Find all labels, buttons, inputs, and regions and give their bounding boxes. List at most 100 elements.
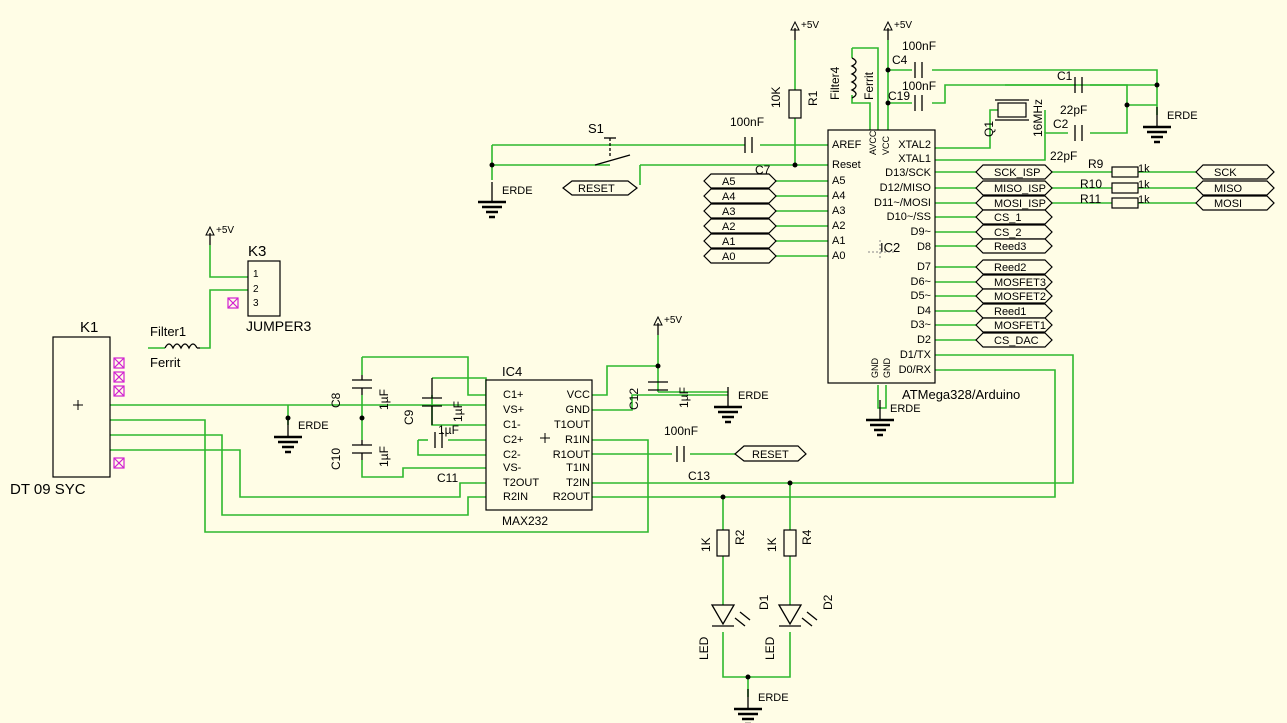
r10-resistor[interactable]: R10 1k — [1080, 177, 1150, 194]
r2-resistor[interactable]: 1K R2 — [699, 529, 747, 557]
net-label-sck: SCK — [1195, 164, 1275, 180]
net-label-text: Reed3 — [994, 241, 1026, 253]
ic2-pin-label: D6~ — [911, 276, 932, 288]
svg-text:C9: C9 — [402, 409, 416, 425]
net-label-a5: A5 — [703, 173, 777, 189]
svg-text:C7: C7 — [755, 163, 771, 177]
c11-capacitor[interactable]: C11 — [434, 432, 458, 485]
c12-capacitor[interactable]: C12 1µF — [627, 381, 691, 410]
k1-connector[interactable]: K1 DT 09 SYC — [10, 319, 125, 498]
c7-capacitor[interactable]: 100nF C7 — [730, 115, 771, 177]
c8-capacitor[interactable]: C8 1µF — [329, 375, 391, 410]
plus5v-icon: +5V — [883, 20, 912, 40]
svg-text:1µF: 1µF — [451, 401, 465, 422]
ic2-pin-label: D8 — [917, 241, 931, 253]
net-label-a2: A2 — [703, 218, 777, 234]
svg-text:RESET: RESET — [752, 449, 789, 461]
power-symbols: +5V+5V+5V+5V — [205, 20, 912, 335]
svg-text:C12: C12 — [627, 388, 641, 410]
wires — [110, 40, 1200, 697]
net-label-a1: A1 — [703, 233, 777, 249]
ic2-pin-vcc: VCC — [881, 135, 891, 155]
ic2-pin-label: D13/SCK — [885, 167, 932, 179]
net-label-reed1: Reed1 — [975, 303, 1053, 319]
c2-capacitor[interactable]: C2 22pF — [1050, 117, 1083, 163]
ground-icon: ERDE — [866, 400, 921, 437]
svg-text:C11: C11 — [437, 471, 458, 485]
c10-capacitor[interactable]: C10 1µF — [329, 440, 391, 470]
net-label-cs_dac: CS_DAC — [975, 332, 1053, 348]
q1-crystal[interactable]: Q1 16MHz — [982, 99, 1045, 137]
ic4-pin-label: GND — [566, 404, 591, 416]
svg-text:100nF: 100nF — [664, 424, 698, 438]
ic4-pin-label: T2OUT — [503, 477, 539, 489]
ic2-label: IC2 — [880, 240, 900, 255]
ic2-pin-label: D4 — [917, 305, 931, 317]
r9-resistor[interactable]: R9 1k — [1088, 157, 1150, 178]
svg-text:1K: 1K — [699, 537, 713, 552]
c13-capacitor[interactable]: 100nF C13 — [664, 424, 710, 483]
ic2-pin-gnd2: GND — [882, 358, 892, 379]
ground-label: ERDE — [502, 185, 533, 197]
s1-switch[interactable]: S1 — [588, 121, 631, 166]
ic4-label: IC4 — [502, 364, 522, 379]
svg-text:C10: C10 — [329, 448, 343, 470]
net-label-text: MISO — [1214, 183, 1243, 195]
c1-capacitor[interactable]: C1 22pF — [1057, 69, 1087, 117]
ic4-pin-label: T1IN — [566, 462, 590, 474]
r11-resistor[interactable]: R11 1k — [1080, 192, 1150, 209]
ic4-pin-label: R2IN — [503, 491, 528, 503]
ic2-pin-label: D5~ — [911, 290, 932, 302]
svg-text:10K: 10K — [769, 87, 783, 108]
ic2-atmega[interactable]: IC2 ATMega328/Arduino AREFResetA5A4A3A2A… — [827, 129, 1020, 402]
plus5v-label: +5V — [216, 225, 234, 236]
svg-text:1k: 1k — [1138, 163, 1150, 175]
c9-capacitor[interactable]: C9 1µF 1µF — [402, 378, 465, 437]
ground-label: ERDE — [758, 692, 789, 704]
net-label-text: A4 — [722, 191, 735, 203]
ground-icon: ERDE — [478, 182, 533, 219]
ic4-pin-label: T2IN — [566, 477, 590, 489]
svg-text:LED: LED — [763, 636, 777, 660]
svg-text:R2: R2 — [733, 529, 747, 545]
net-label-text: A2 — [722, 221, 735, 233]
r4-resistor[interactable]: 1K R4 — [765, 529, 814, 557]
ic4-pin-label: C2+ — [503, 434, 524, 446]
c19-capacitor[interactable]: 100nF C19 — [888, 79, 936, 111]
svg-text:16MHz: 16MHz — [1031, 99, 1045, 137]
ic2-pin-label: AREF — [832, 139, 862, 151]
r1-resistor[interactable]: 10K R1 — [769, 87, 820, 119]
net-label-text: MOSFET2 — [994, 291, 1046, 303]
ic4-pin-label: C1+ — [503, 389, 524, 401]
svg-text:1µF: 1µF — [377, 389, 391, 410]
filter4[interactable]: Filter4 Ferrit — [828, 57, 876, 100]
net-label-mosi: MOSI — [1195, 195, 1275, 211]
filter1-label: Filter1 — [150, 324, 186, 339]
k3-jumper[interactable]: K3 JUMPER3 1 2 3 — [227, 243, 312, 334]
filter1[interactable]: Filter1 Ferrit — [150, 324, 200, 370]
svg-text:1µF: 1µF — [438, 423, 459, 437]
svg-text:1K: 1K — [765, 537, 779, 552]
net-label-mosfet3: MOSFET3 — [975, 274, 1053, 290]
net-label-miso_isp: MISO_ISP — [975, 180, 1053, 196]
net-label-text: CS_1 — [994, 212, 1022, 224]
net-label-sck_isp: SCK_ISP — [975, 164, 1053, 180]
ic2-pin-label: XTAL2 — [898, 139, 931, 151]
resistors: 10K R1 1K R2 1K R4 R9 1k R10 1k R11 1k — [699, 87, 1150, 557]
ic4-pin-label: C2- — [503, 449, 521, 461]
ic2-pin-label: A3 — [832, 205, 845, 217]
plus5v-label: +5V — [664, 315, 682, 326]
filter4-type-label: Ferrit — [862, 71, 876, 100]
led-d2[interactable]: LED D2 — [763, 594, 835, 660]
c4-capacitor[interactable]: 100nF C4 — [892, 39, 936, 78]
ic4-type-label: MAX232 — [502, 514, 548, 528]
svg-text:R11: R11 — [1080, 192, 1101, 206]
ic4-pin-label: VCC — [567, 389, 590, 401]
filter4-label: Filter4 — [828, 66, 842, 100]
ic2-pin-label: D2 — [917, 334, 931, 346]
led-d1[interactable]: LED D1 — [697, 594, 771, 660]
